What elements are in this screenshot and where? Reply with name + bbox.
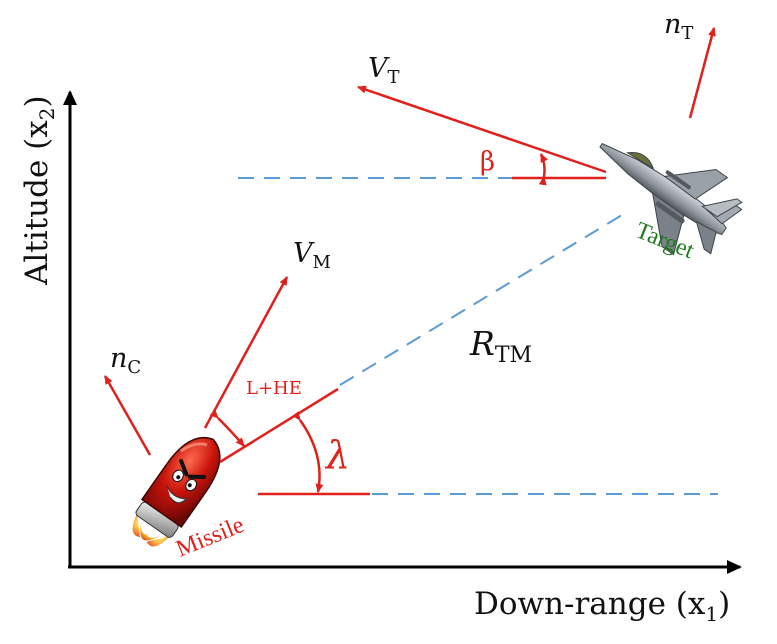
l-he-label: L+HE: [246, 378, 302, 399]
v-t-vector: [357, 85, 607, 174]
beta-label: β: [480, 147, 495, 177]
l-he-arc: [209, 409, 245, 447]
fighter-jet-icon: [599, 142, 743, 256]
red-vectors: [103, 27, 716, 496]
line-of-sight-dashed: [339, 214, 623, 386]
r-tm-label: RTM: [469, 324, 532, 368]
beta-arc: [538, 153, 548, 186]
lambda-arc: [292, 411, 324, 493]
x-axis-label: Down-range (x1): [474, 586, 730, 626]
n-t-label: nT: [664, 9, 693, 44]
lambda-label: λ: [324, 433, 350, 477]
n-c-label: nC: [110, 343, 141, 378]
axes: [63, 90, 742, 574]
cartoon-bullet-missile-icon: [132, 437, 221, 547]
v-m-vector: [203, 276, 289, 429]
v-t-label: VT: [368, 53, 400, 88]
n-t-vector: [688, 27, 716, 119]
n-c-vector: [103, 375, 152, 456]
y-axis-label: Altitude (x2): [19, 95, 59, 286]
line-of-sight-solid: [219, 387, 339, 464]
v-m-label: VM: [293, 238, 331, 273]
dashed-lines: [238, 177, 718, 495]
